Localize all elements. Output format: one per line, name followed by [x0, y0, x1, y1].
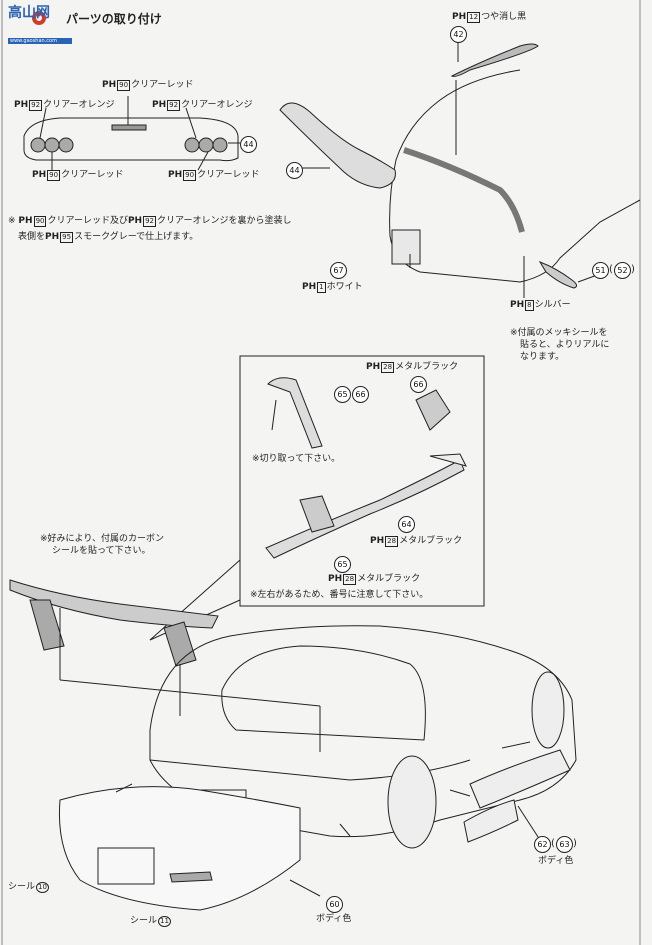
carbon-note-line2: シールを貼って下さい。: [52, 546, 151, 556]
silver-note-line3: なります。: [520, 352, 565, 362]
silver-note-line1: ※付属のメッキシールを: [510, 328, 608, 338]
part-number-lamp: 44: [286, 162, 303, 179]
part-number-side-a: 51: [592, 262, 609, 279]
logo-text: 高山网: [8, 5, 50, 21]
silver-note-line2: 貼ると、よりリアルに: [520, 340, 610, 350]
carbon-note-line1: ※好みにより、付属のカーボン: [40, 534, 165, 544]
part-number-side-skirt-a: 62: [534, 836, 551, 853]
part-number-lower-stay: 65: [334, 556, 351, 573]
side-skirt-color: ボディ色: [538, 856, 574, 866]
cut-note: ※切り取って下さい。: [252, 454, 341, 464]
taillight-panel-drawing: [23, 96, 240, 171]
part-number-wing: 64: [398, 516, 415, 533]
part-number-side-skirt-b: 63: [556, 836, 573, 853]
bumper-color: ボディ色: [316, 914, 352, 924]
part-number-stay-b: 66: [352, 386, 369, 403]
part-number-taillight: 44: [240, 136, 257, 153]
page-title: パーツの取り付け: [66, 12, 162, 26]
logo-url: www.gaoshan.com: [10, 38, 57, 44]
part-number-spoiler: 42: [450, 26, 467, 43]
part-number-plate: 67: [330, 262, 347, 279]
main-car-drawing: [9, 579, 577, 911]
part-number-side-b: 52: [614, 262, 631, 279]
left-right-note: ※左右があるため、番号に注意して下さい。: [250, 590, 429, 600]
part-number-bumper: 60: [326, 896, 343, 913]
rear-car-top-drawing: [279, 40, 641, 298]
part-number-stay-c: 66: [410, 376, 427, 393]
watermark-logo: 高山网 www.gaoshan.com: [6, 4, 76, 48]
logo-mark-icon: [8, 11, 72, 44]
part-number-stay-a: 65: [334, 386, 351, 403]
